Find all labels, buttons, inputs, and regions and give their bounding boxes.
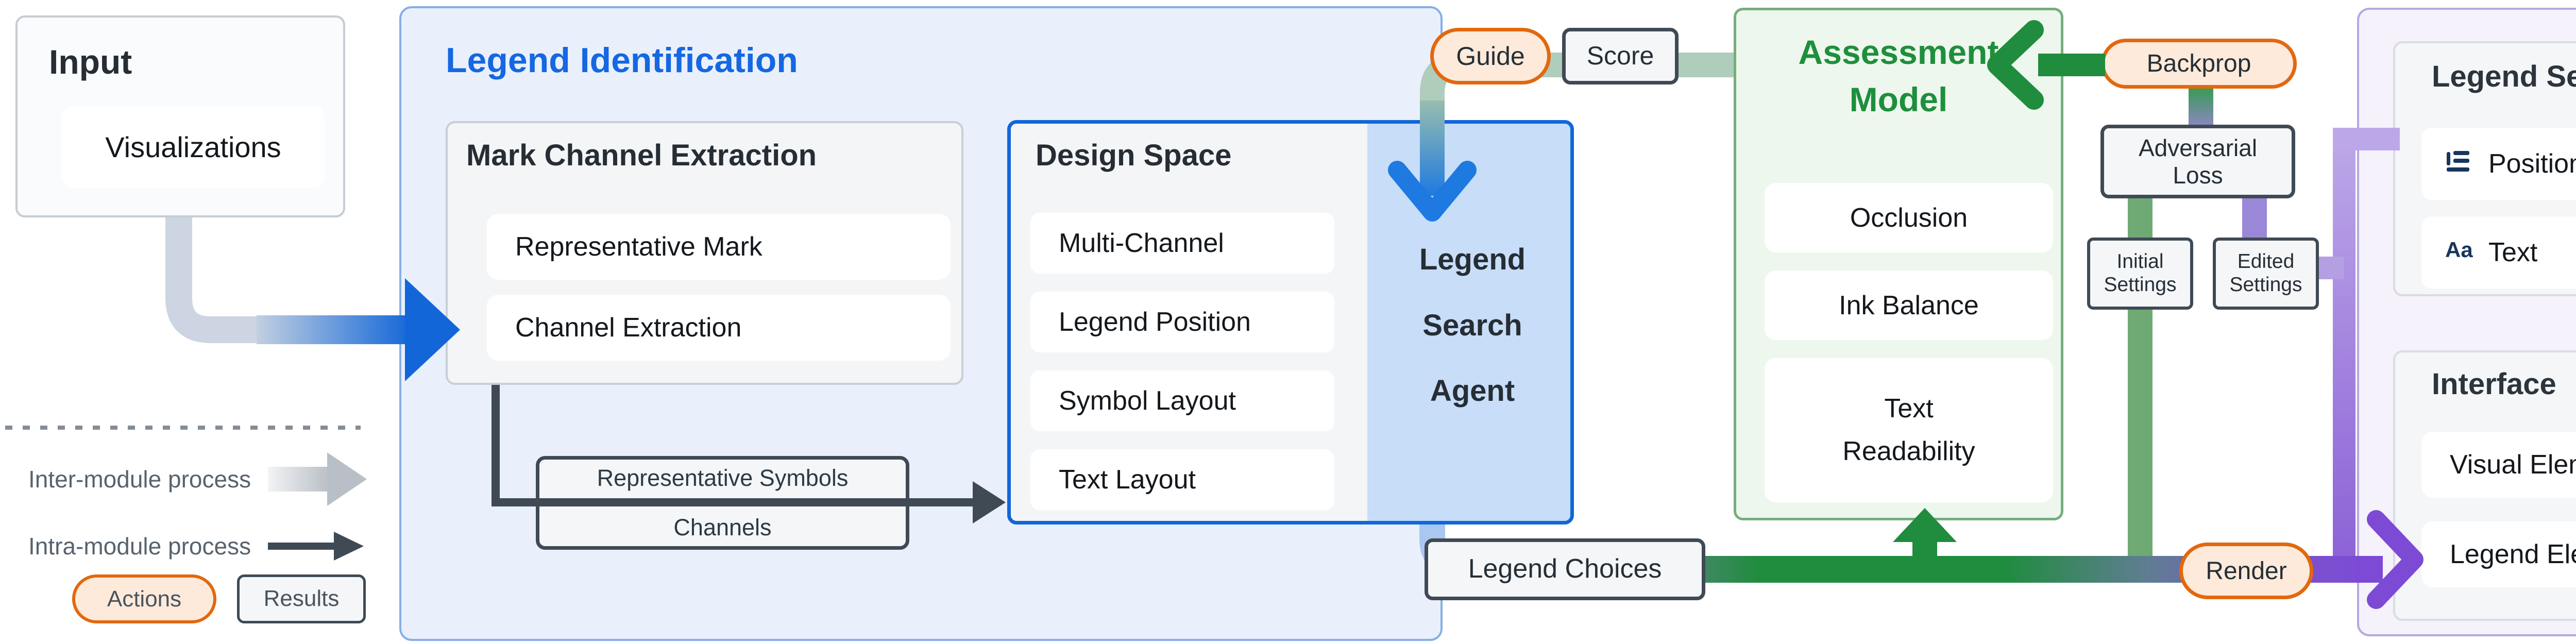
mce-output-arrow (492, 481, 1006, 523)
visual-elements-label: Visual Elements (2450, 450, 2576, 480)
input-to-legend-arrow (330, 278, 460, 381)
visualizations-label: Visualizations (105, 130, 281, 163)
adversarial-loss-label: Adversarial Loss (2138, 134, 2258, 189)
mark-channel-extraction-title: Mark Channel Extraction (466, 139, 817, 172)
text-layout-item: Text Layout (1030, 449, 1334, 510)
ink-balance-item: Ink Balance (1765, 270, 2053, 340)
key-results-label: Results (263, 586, 340, 612)
position-icon (2443, 146, 2473, 182)
agent-line-3: Agent (1430, 374, 1515, 408)
position-label: Position (2488, 149, 2576, 179)
legend-search-agent-column (1367, 124, 1570, 521)
symbol-layout-label: Symbol Layout (1059, 386, 1236, 416)
channel-extraction-item: Channel Extraction (487, 295, 951, 361)
key-inter-module: Inter-module process (28, 466, 251, 493)
agent-guide-arrow (1388, 100, 1477, 222)
key-actions-pill: Actions (72, 574, 216, 623)
text-readability-label: Text Readability (1842, 393, 1975, 466)
backprop-arrow (1987, 20, 2105, 110)
agent-line-1: Legend (1419, 243, 1526, 276)
render-pill: Render (2179, 543, 2313, 599)
edited-settings-box: Edited Settings (2213, 238, 2319, 310)
assessment-title-line-2: Model (1849, 80, 1948, 119)
position-card: Position (2421, 128, 2576, 200)
legend-search-agent-label: Legend Search Agent (1371, 227, 1573, 424)
channel-extraction-label: Channel Extraction (515, 313, 742, 343)
inter-module-arrow (268, 452, 367, 506)
key-results-box: Results (237, 574, 366, 623)
intra-module-arrow (268, 532, 364, 561)
edited-settings-label: Edited Settings (2229, 250, 2302, 296)
text-readability-item: Text Readability (1765, 358, 2053, 502)
assessment-input-arrow (1893, 508, 1957, 571)
multi-channel-label: Multi-Channel (1059, 228, 1224, 258)
occlusion-item: Occlusion (1765, 183, 2053, 252)
render-purple-arrow (2354, 510, 2424, 609)
svg-text:Aa: Aa (2445, 238, 2473, 262)
representative-mark-item: Representative Mark (487, 214, 951, 280)
legend-choices-box: Legend Choices (1425, 538, 1705, 600)
render-label: Render (2206, 557, 2287, 585)
assessment-model-title: Assessment Model (1749, 28, 2048, 124)
text-card: Aa Text (2421, 216, 2576, 289)
initial-settings-box: Initial Settings (2087, 238, 2193, 310)
input-to-legend-line (165, 216, 332, 344)
guide-pill: Guide (1430, 28, 1551, 84)
text-label: Text (2488, 238, 2538, 267)
mce-output-line (492, 383, 500, 506)
legend-position-item: Legend Position (1030, 292, 1334, 352)
legend-settings-title: Legend Settings (2432, 60, 2576, 93)
key-intra-module: Intra-module process (28, 533, 251, 560)
text-icon: Aa (2443, 234, 2473, 271)
visualizations-item: Visualizations (62, 106, 325, 188)
backprop-loss-line (2189, 87, 2213, 128)
interface-title: Interface (2432, 367, 2556, 401)
agent-line-2: Search (1422, 308, 1522, 342)
score-box: Score (1562, 28, 1679, 84)
representative-symbols-label: Representative Symbols (597, 465, 849, 491)
user-edit-rail (2333, 135, 2355, 578)
input-title: Input (49, 43, 132, 81)
legend-elements-item: Legend Elements (2421, 521, 2576, 587)
multi-channel-item: Multi-Channel (1030, 213, 1334, 274)
initial-settings-label: Initial Settings (2104, 250, 2177, 296)
design-space-title: Design Space (1036, 139, 1232, 172)
text-layout-label: Text Layout (1059, 465, 1196, 495)
legend-identification-title: Legend Identification (446, 41, 798, 80)
user-edit-rail-stub (2333, 128, 2400, 150)
adversarial-loss-box: Adversarial Loss (2100, 125, 2295, 198)
backprop-pill: Backprop (2101, 39, 2297, 89)
symbol-layout-item: Symbol Layout (1030, 370, 1334, 431)
visual-elements-item: Visual Elements (2421, 432, 2576, 498)
backprop-label: Backprop (2146, 50, 2251, 77)
guide-label: Guide (1456, 42, 1525, 71)
loss-edited-line (2242, 196, 2267, 240)
ink-balance-label: Ink Balance (1839, 290, 1979, 320)
occlusion-label: Occlusion (1850, 202, 1968, 233)
assessment-title-line-1: Assessment (1798, 33, 1999, 71)
score-label: Score (1586, 41, 1654, 71)
edited-settings-stub (2316, 257, 2344, 279)
legend-choices-label: Legend Choices (1468, 554, 1662, 584)
legend-position-label: Legend Position (1059, 307, 1251, 337)
legend-elements-label: Legend Elements (2450, 539, 2576, 569)
channels-label: Channels (673, 514, 772, 541)
key-actions-label: Actions (107, 586, 182, 612)
representative-mark-label: Representative Mark (515, 232, 762, 262)
